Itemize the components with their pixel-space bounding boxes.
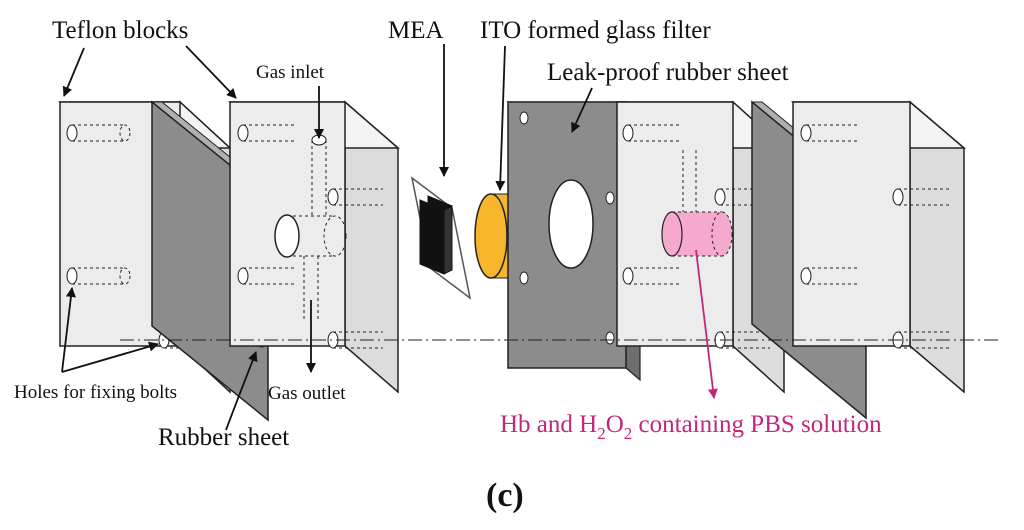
label-pbs-solution: Hb and H2O2 containing PBS solution	[500, 411, 882, 443]
label-ito-filter: ITO formed glass filter	[480, 17, 711, 44]
label-gas-inlet: Gas inlet	[256, 62, 325, 83]
pbs-prefix: Hb and H	[500, 411, 597, 438]
label-leak-proof-sheet: Leak-proof rubber sheet	[547, 59, 789, 86]
label-teflon-blocks: Teflon blocks	[52, 17, 188, 44]
arrow-pbs-solution	[695, 249, 718, 399]
arrow-rubber-sheet	[225, 351, 258, 431]
arrow-teflon-1	[62, 47, 85, 97]
arrow-ito	[495, 45, 506, 191]
figure-caption: (c)	[486, 477, 524, 514]
teflon-block-gas	[227, 100, 401, 394]
pbs-sub2: 2	[624, 424, 633, 443]
arrow-leak-proof	[571, 87, 593, 133]
callout-arrows	[61, 44, 593, 431]
arrow-holes-2	[61, 341, 159, 373]
label-rubber-sheet: Rubber sheet	[158, 424, 289, 451]
label-gas-outlet: Gas outlet	[268, 383, 346, 404]
arrow-teflon-2	[185, 45, 237, 99]
teflon-block-2	[790, 100, 967, 394]
pbs-sub1: 2	[597, 424, 606, 443]
label-mea: MEA	[388, 17, 444, 44]
label-holes: Holes for fixing bolts	[14, 382, 177, 403]
mea-assembly	[410, 176, 472, 300]
pbs-suffix: containing PBS solution	[632, 411, 882, 438]
pbs-mid: O	[606, 411, 624, 438]
arrow-holes-1	[61, 287, 76, 373]
